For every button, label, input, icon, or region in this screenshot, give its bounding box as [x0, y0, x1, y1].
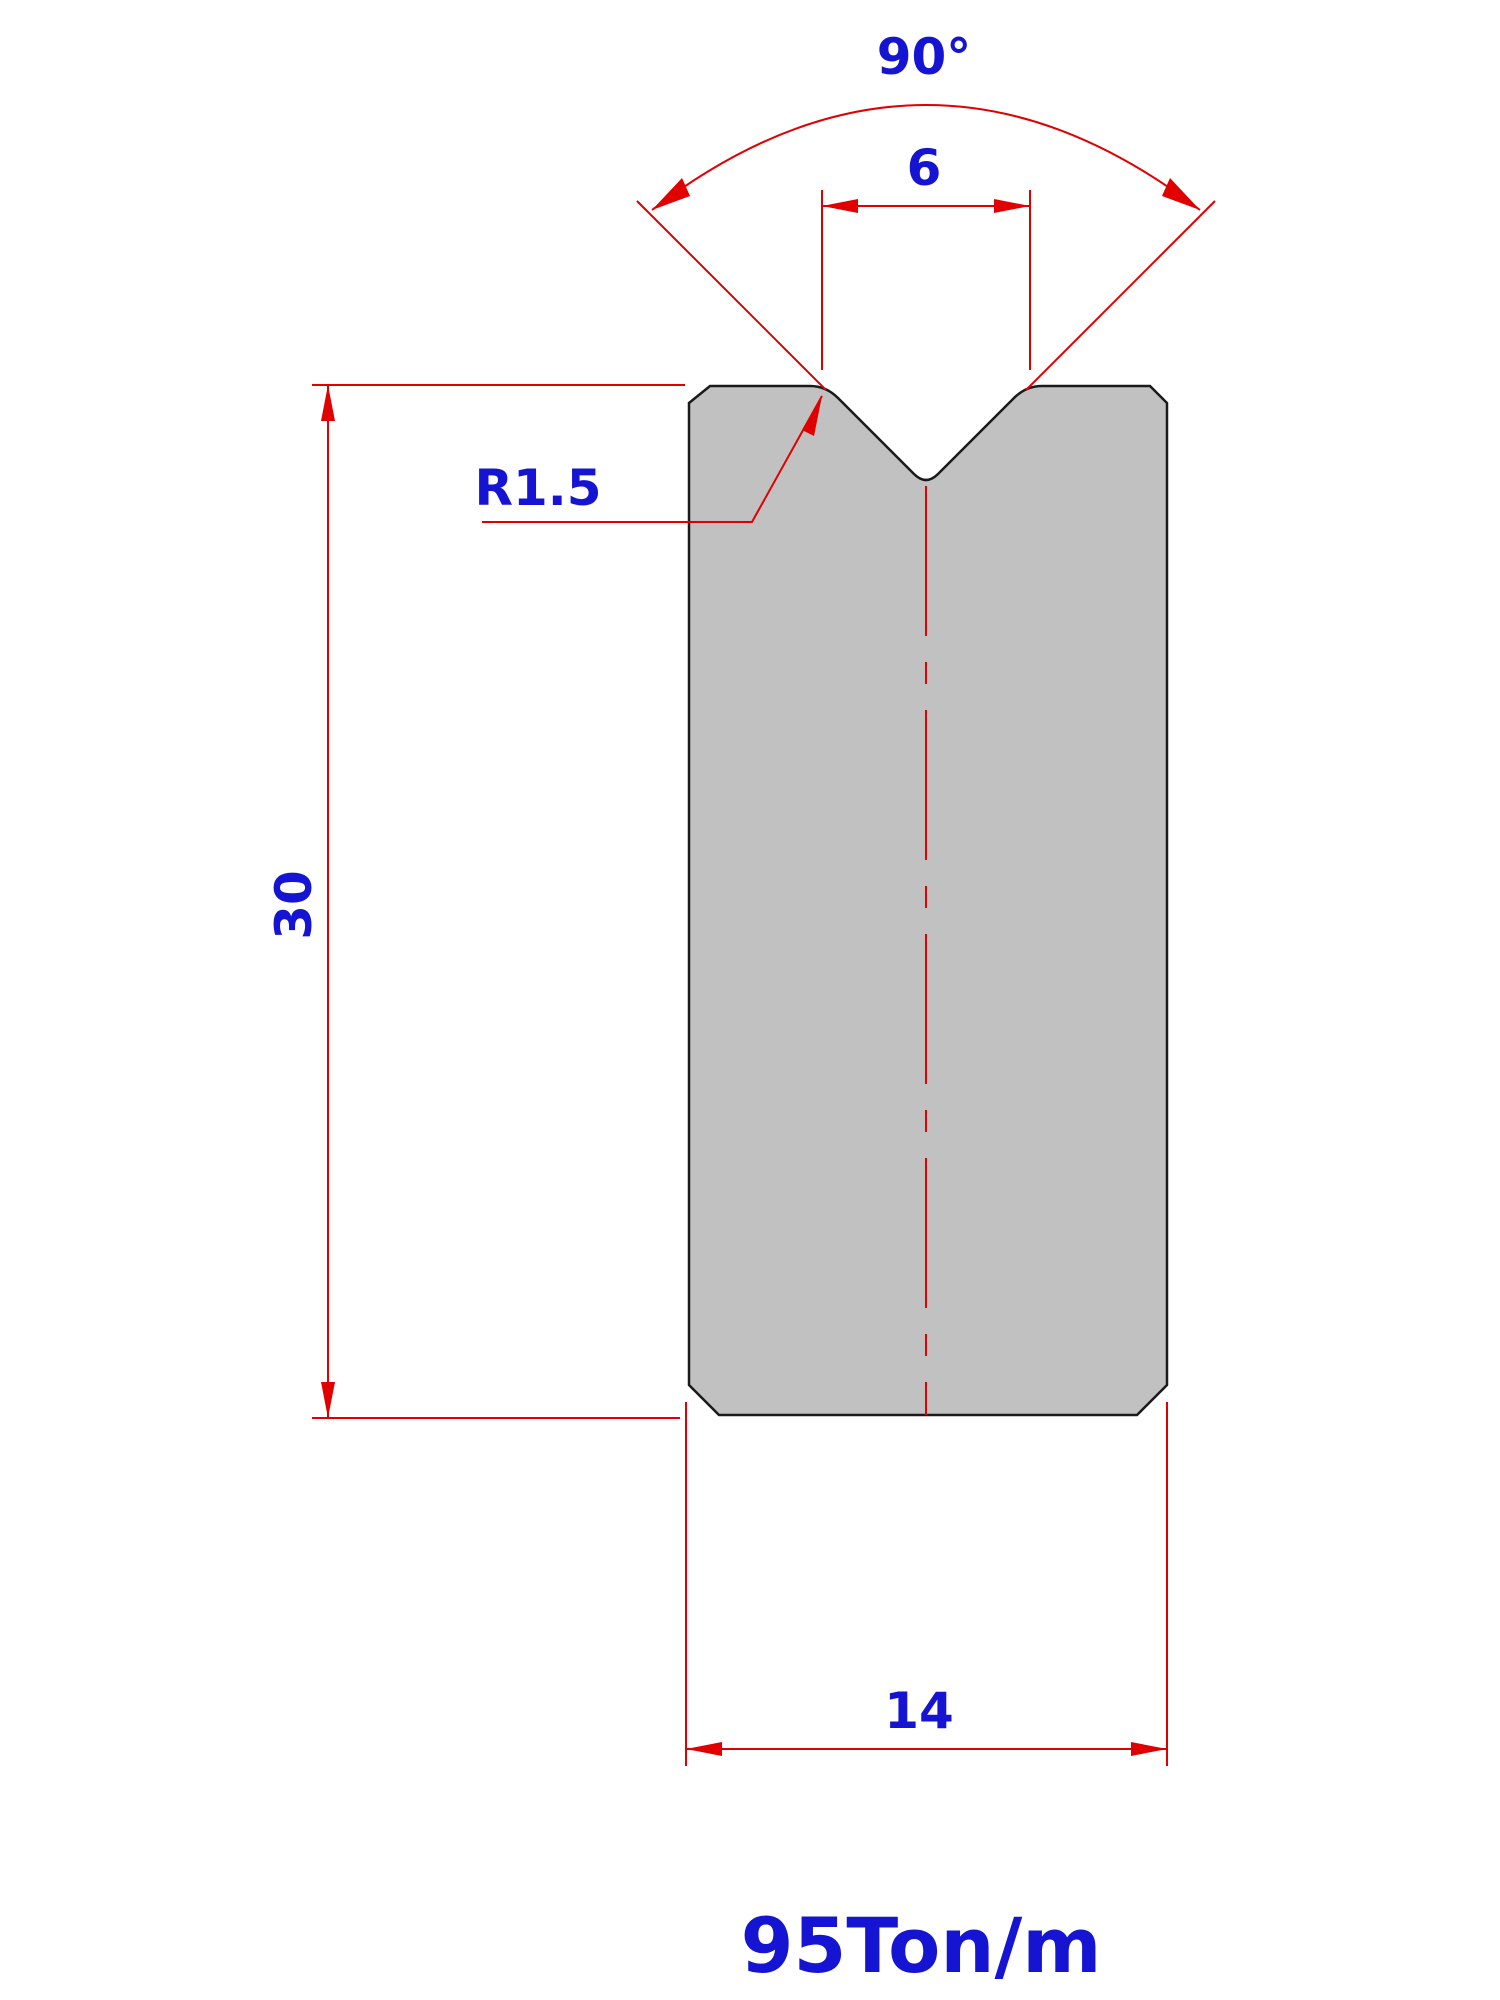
v-opening-arrow-right	[994, 199, 1030, 213]
angle-label: 90°	[877, 28, 972, 86]
angle-arrow-right	[1162, 178, 1200, 210]
width-label: 14	[884, 1682, 954, 1740]
angle-dimension: 90°	[636, 28, 1216, 391]
height-label: 30	[265, 870, 323, 940]
height-arrow-bottom	[321, 1382, 335, 1418]
radius-arrow	[802, 396, 822, 436]
angle-extension-left	[636, 200, 827, 391]
die-profile	[687, 384, 1169, 1417]
width-dimension: 14	[685, 1402, 1168, 1766]
angle-arc	[651, 104, 1201, 211]
height-arrow-top	[321, 385, 335, 421]
v-opening-arrow-left	[822, 199, 858, 213]
radius-leader-line	[482, 395, 823, 523]
radius-label: R1.5	[474, 459, 601, 517]
v-opening-dimension: 6	[821, 139, 1031, 370]
width-arrow-left	[686, 1742, 722, 1756]
capacity-label: 95Ton/m	[741, 1901, 1102, 1990]
radius-leader: R1.5	[474, 395, 823, 523]
angle-extension-right	[1025, 200, 1216, 391]
angle-arrow-left	[652, 178, 690, 210]
height-dimension: 30	[265, 384, 685, 1419]
width-arrow-right	[1131, 1742, 1167, 1756]
v-opening-label: 6	[907, 139, 942, 197]
